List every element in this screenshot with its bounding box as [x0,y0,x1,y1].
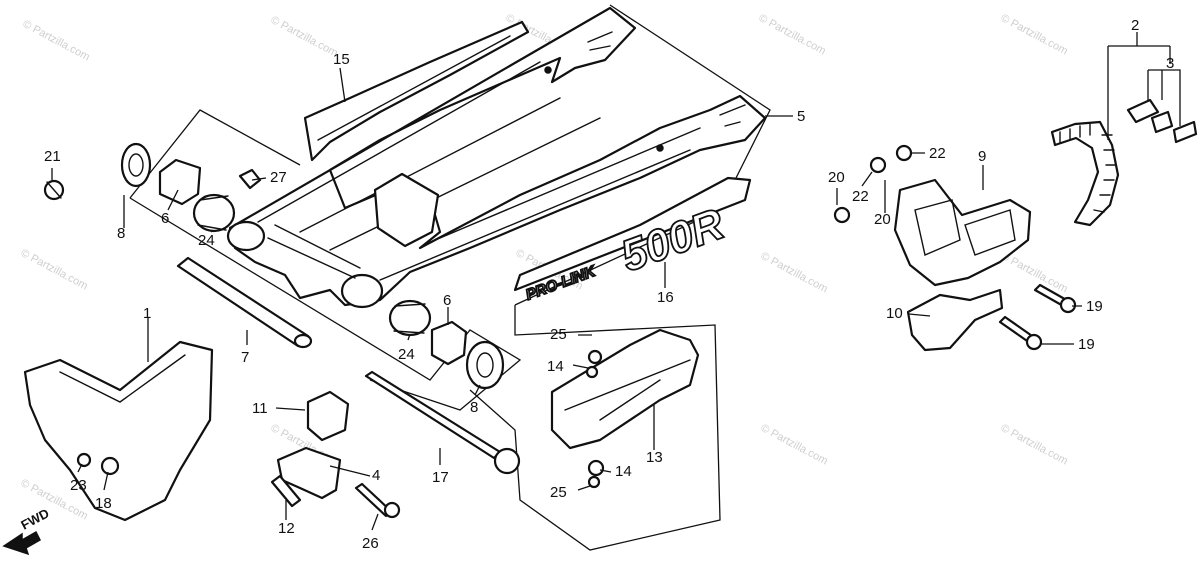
callouts: 1 2 3 4 5 6 6 7 8 8 9 10 11 12 13 14 14 … [44,17,1174,552]
callout-11: 11 [252,400,268,417]
callout-14a: 14 [547,358,564,375]
callout-13: 13 [646,449,663,466]
fwd-arrow: FWD [2,506,52,556]
callout-22b: 22 [852,188,869,205]
side-cover-rib [59,354,186,403]
chain-guide [550,328,700,489]
callout-10: 10 [886,305,903,322]
callout-6b: 6 [443,292,451,309]
callout-8a: 8 [117,225,125,242]
watermark: © Partzilla.com [759,250,830,295]
callout-18: 18 [95,495,112,512]
callout-19b: 19 [1078,336,1095,353]
swingarm [226,6,767,309]
pivot-parts-left [43,142,262,233]
bolt-18 [100,456,120,476]
callout-23: 23 [70,477,87,494]
callout-9: 9 [978,148,986,165]
fwd-label: FWD [18,506,51,533]
callout-22a: 22 [929,145,946,162]
watermark: © Partzilla.com [757,12,828,57]
callout-16: 16 [657,289,674,306]
watermark: © Partzilla.com [19,247,90,292]
chain-case [833,144,1032,287]
callout-5: 5 [797,108,805,125]
bolt-19-upper-head [1059,296,1077,314]
callout-27: 27 [270,169,287,186]
callout-25a: 25 [550,326,567,343]
callout-26: 26 [362,535,379,552]
callout-1: 1 [143,305,151,322]
callout-21: 21 [44,148,61,165]
side-cover [23,340,214,522]
watermark: © Partzilla.com [269,14,340,59]
callout-19a: 19 [1086,298,1103,315]
watermark: © Partzilla.com [21,18,92,63]
callout-17: 17 [432,469,449,486]
bolt-23 [76,452,92,468]
drive-chain [1050,98,1198,227]
callout-25b: 25 [550,484,567,501]
callout-6a: 6 [161,210,169,227]
callout-3: 3 [1166,55,1174,72]
mounting-bracket [906,288,1004,352]
decal-group-outline [469,4,771,551]
watermark: © Partzilla.com [759,422,830,467]
chain-adjuster [270,390,401,519]
callout-4: 4 [372,467,380,484]
callout-15: 15 [333,51,350,68]
callout-20a: 20 [828,169,845,186]
callout-24b: 24 [398,346,415,363]
callout-8b: 8 [470,399,478,416]
callout-14b: 14 [615,463,632,480]
chain-slider-edge [317,35,511,141]
pivot-parts-right [388,299,505,390]
callout-2: 2 [1131,17,1139,34]
watermark: © Partzilla.com [999,250,1070,295]
chain-slider [303,20,530,162]
leader-lines [51,32,1181,531]
callout-7: 7 [241,349,249,366]
callout-20b: 20 [874,211,891,228]
watermark: © Partzilla.com [999,12,1070,57]
pivot-shaft-end [293,333,313,349]
bolt-19-lower-head [1025,333,1043,351]
callout-24a: 24 [198,232,215,249]
watermark: © Partzilla.com [999,422,1070,467]
axle-bolt-nut [493,447,521,475]
callout-12: 12 [278,520,295,537]
